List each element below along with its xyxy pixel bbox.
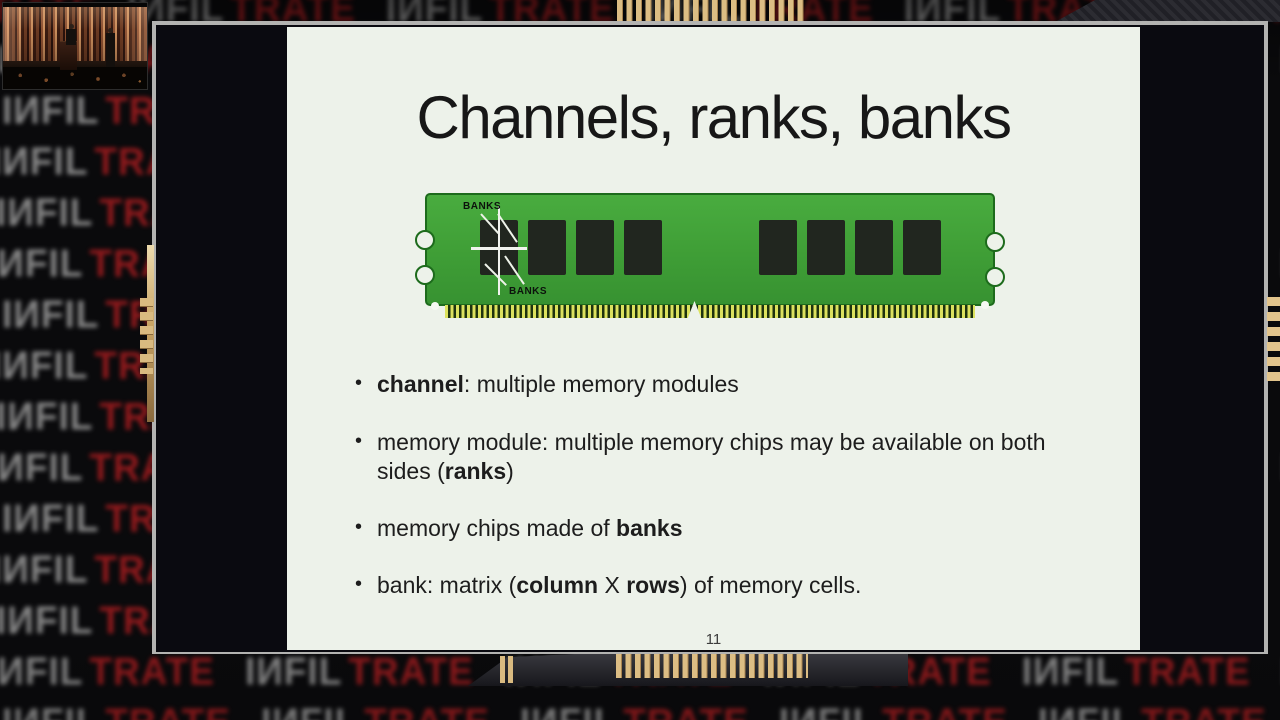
memory-chip — [855, 220, 893, 275]
bullet-dot: • — [355, 516, 363, 538]
background-chip-corner — [1055, 0, 1280, 22]
bank-divider-vertical — [497, 206, 500, 295]
pcb-notch — [415, 265, 435, 285]
backdrop-word-red: TRATE — [364, 701, 490, 720]
second-person-silhouette — [106, 28, 115, 67]
speaker-silhouette — [66, 24, 76, 45]
backdrop-word-gray: IИFIL — [2, 701, 99, 720]
audience — [3, 67, 147, 89]
speaker-video-feed — [2, 2, 148, 90]
backdrop-word-gray: IИFIL — [0, 191, 94, 234]
ram-mount-hole — [431, 302, 439, 310]
backdrop-word-gray: IИFIL — [244, 650, 343, 693]
backdrop-word-gray: IИFIL — [0, 140, 89, 183]
chip-pins-bottom — [616, 652, 808, 678]
backdrop-word-gray: IИFIL — [520, 701, 617, 720]
bullet-dot: • — [355, 372, 363, 394]
backdrop-word-gray: IИFIL — [0, 548, 89, 591]
backdrop-word-gray: IИFIL — [261, 701, 358, 720]
memory-chip — [903, 220, 941, 275]
backdrop-word-gray: IИFIL — [0, 446, 84, 489]
bullet-memory-module: •memory module: multiple memory chips ma… — [355, 429, 1046, 484]
backdrop-word-gray: IИFIL — [0, 344, 89, 387]
chip-pins-top — [617, 0, 807, 24]
chip-pins-right — [1267, 297, 1280, 381]
backdrop-word-gray: IИFIL — [0, 599, 94, 642]
bullet-memory-chips: •memory chips made of banks — [355, 515, 683, 541]
backdrop-word-gray: IИFIL — [1038, 701, 1135, 720]
backdrop-word-red: TRATE — [105, 701, 231, 720]
chip-pins-left — [140, 298, 153, 374]
bullet-bank-matrix: •bank: matrix (column X rows) of memory … — [355, 572, 862, 598]
backdrop-word-red: TRATE — [348, 650, 474, 693]
memory-chip — [576, 220, 614, 275]
backdrop-word-gray: IИFIL — [1021, 650, 1120, 693]
ram-pcb — [425, 193, 995, 306]
banks-label-bottom: BANKS — [509, 286, 548, 297]
banks-label-top: BANKS — [463, 201, 502, 212]
backdrop-text-row: IИFIL TRATE IИFIL TRATE IИFIL TRATE IИFIL TRATE… — [2, 701, 1280, 720]
backdrop-word-red: TRATE — [1141, 701, 1267, 720]
podium — [60, 41, 77, 70]
memory-chip — [624, 220, 662, 275]
backdrop-word-gray: IИFIL — [0, 395, 94, 438]
ram-mount-hole — [981, 301, 989, 309]
backdrop-word-gray: IИFIL — [0, 242, 84, 285]
backdrop-word-red: TRATE — [89, 650, 215, 693]
bullet-dot: • — [355, 573, 363, 595]
ram-module-diagram: BANKS BANKS — [415, 193, 1005, 320]
memory-chip — [759, 220, 797, 275]
backdrop-word-gray: IИFIL — [779, 701, 876, 720]
presentation-slide: Channels, ranks, banks — [287, 27, 1140, 650]
bullet-channel: •channel: multiple memory modules — [355, 371, 739, 397]
chip-pins-fragment — [500, 656, 514, 683]
pcb-notch — [415, 230, 435, 250]
pcb-notch — [985, 232, 1005, 252]
backdrop-word-red: TRATE — [623, 701, 749, 720]
backdrop-word-gray: IИFIL — [2, 89, 100, 132]
memory-chip — [528, 220, 566, 275]
backdrop-word-gray: IИFIL — [0, 650, 84, 693]
ram-contact-pins — [445, 305, 975, 318]
memory-chip — [807, 220, 845, 275]
backdrop-word-gray: IИFIL — [2, 497, 100, 540]
backdrop-word-gray: IИFIL — [2, 293, 100, 336]
slide-title: Channels, ranks, banks — [416, 84, 1012, 151]
backdrop-word-red: TRATE — [1125, 650, 1251, 693]
pcb-notch — [985, 267, 1005, 287]
backdrop-word-red: TRATE — [882, 701, 1008, 720]
page-number: 11 — [705, 631, 722, 648]
bullet-dot: • — [355, 430, 363, 452]
